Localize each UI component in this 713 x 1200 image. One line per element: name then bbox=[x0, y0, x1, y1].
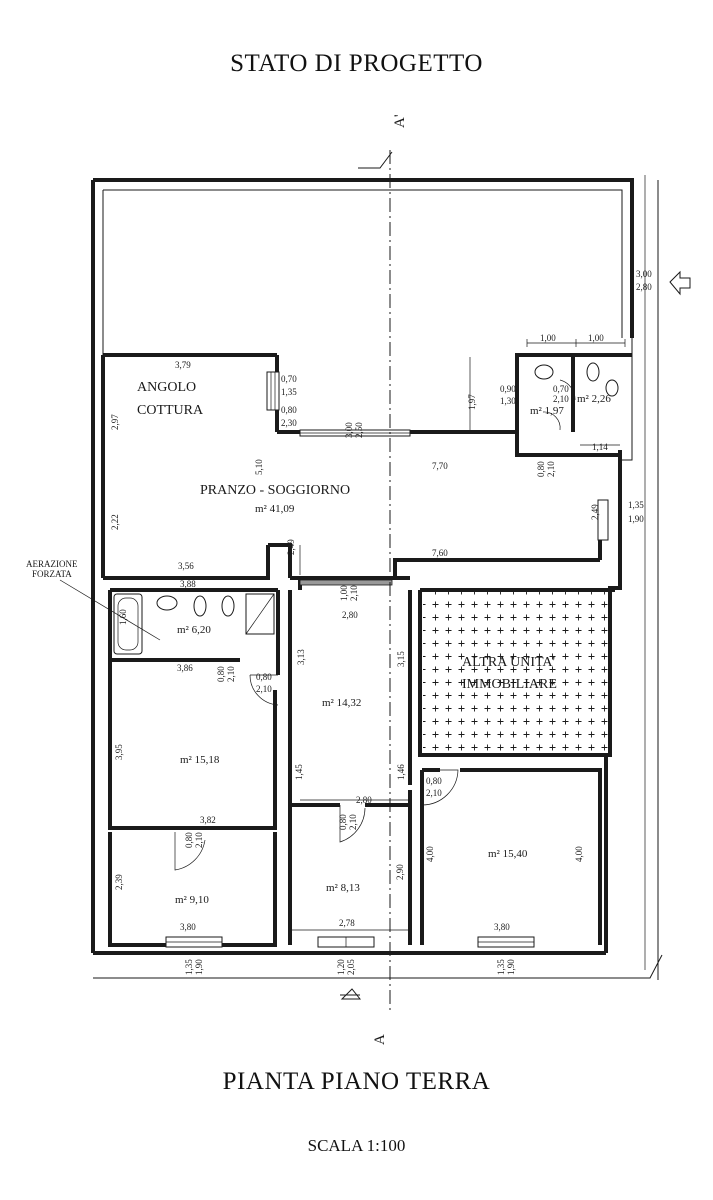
aerazione-label-1: AERAZIONE bbox=[26, 559, 78, 569]
drawing-title: STATO DI PROGETTO bbox=[230, 50, 483, 77]
svg-text:1,90: 1,90 bbox=[194, 959, 204, 975]
svg-text:2,10: 2,10 bbox=[546, 461, 556, 477]
area-bed-left-mid: m² 15,18 bbox=[180, 754, 220, 766]
svg-text:7,60: 7,60 bbox=[432, 548, 448, 558]
svg-text:1,14: 1,14 bbox=[592, 442, 608, 452]
svg-text:2,10: 2,10 bbox=[349, 585, 359, 601]
room-label-kitchen-1: ANGOLO bbox=[137, 380, 196, 395]
dimension-lines bbox=[290, 339, 626, 931]
street-edge bbox=[93, 175, 663, 980]
scale-label: SCALA 1:100 bbox=[307, 1136, 406, 1155]
svg-text:3,80: 3,80 bbox=[494, 922, 510, 932]
area-wc: m² 2,26 bbox=[577, 393, 611, 405]
room-label-other-unit-1: ALTRA UNITA' bbox=[462, 655, 555, 670]
svg-text:1,20: 1,20 bbox=[336, 959, 346, 975]
section-line bbox=[340, 150, 691, 1010]
svg-text:1,90: 1,90 bbox=[628, 514, 644, 524]
svg-text:3,00: 3,00 bbox=[636, 269, 652, 279]
svg-text:2,10: 2,10 bbox=[194, 832, 204, 848]
svg-text:2,10: 2,10 bbox=[426, 788, 442, 798]
svg-text:1,00: 1,00 bbox=[588, 333, 604, 343]
svg-text:1,45: 1,45 bbox=[294, 764, 304, 780]
svg-text:3,95: 3,95 bbox=[114, 744, 124, 760]
svg-text:2,10: 2,10 bbox=[256, 684, 272, 694]
svg-text:2,39: 2,39 bbox=[114, 874, 124, 890]
area-bed-left-bottom: m² 9,10 bbox=[175, 894, 209, 906]
area-bath-main: m² 6,20 bbox=[177, 624, 211, 636]
svg-text:1,60: 1,60 bbox=[118, 609, 128, 625]
room-label-living: PRANZO - SOGGIORNO bbox=[200, 483, 350, 498]
svg-text:0,70: 0,70 bbox=[553, 384, 569, 394]
svg-text:2,49: 2,49 bbox=[590, 504, 600, 520]
svg-text:2,80: 2,80 bbox=[636, 282, 652, 292]
plan-title: PIANTA PIANO TERRA bbox=[222, 1068, 491, 1095]
svg-text:0,80: 0,80 bbox=[256, 672, 272, 682]
aerazione-label-2: FORZATA bbox=[32, 569, 72, 579]
section-label-bottom: A bbox=[372, 1034, 388, 1045]
dimensions: 3,79 2,97 2,22 3,56 5,10 2,49 7,70 7,60 … bbox=[110, 269, 652, 975]
svg-text:2,10: 2,10 bbox=[553, 394, 569, 404]
svg-text:1,35: 1,35 bbox=[281, 387, 297, 397]
svg-text:0,80: 0,80 bbox=[216, 666, 226, 682]
svg-text:1,46: 1,46 bbox=[396, 764, 406, 780]
area-bed-right: m² 15,40 bbox=[488, 848, 528, 860]
svg-text:3,56: 3,56 bbox=[178, 561, 194, 571]
room-label-other-unit-2: IMMOBILIARE bbox=[462, 677, 557, 692]
svg-text:3,13: 3,13 bbox=[296, 649, 306, 665]
svg-text:0,90: 0,90 bbox=[500, 384, 516, 394]
svg-text:3,80: 3,80 bbox=[180, 922, 196, 932]
svg-text:1,97: 1,97 bbox=[467, 394, 477, 410]
external-walls bbox=[91, 178, 634, 955]
svg-text:1,30: 1,30 bbox=[500, 396, 516, 406]
svg-text:2,97: 2,97 bbox=[110, 414, 120, 430]
section-label-top: A' bbox=[392, 114, 408, 128]
svg-text:2,90: 2,90 bbox=[395, 864, 405, 880]
svg-text:1,35: 1,35 bbox=[628, 500, 644, 510]
svg-text:5,10: 5,10 bbox=[254, 459, 264, 475]
svg-text:0,80: 0,80 bbox=[536, 461, 546, 477]
svg-text:2,10: 2,10 bbox=[226, 666, 236, 682]
svg-text:7,70: 7,70 bbox=[432, 461, 448, 471]
area-hall: m² 14,32 bbox=[322, 697, 361, 709]
svg-text:1,35: 1,35 bbox=[184, 959, 194, 975]
svg-text:2,49: 2,49 bbox=[286, 539, 296, 555]
svg-text:0,80: 0,80 bbox=[426, 776, 442, 786]
svg-text:2,80: 2,80 bbox=[342, 610, 358, 620]
svg-text:3,82: 3,82 bbox=[200, 815, 216, 825]
svg-text:2,78: 2,78 bbox=[339, 918, 355, 928]
svg-text:0,70: 0,70 bbox=[281, 374, 297, 384]
aerazione-leader bbox=[59, 579, 161, 641]
other-unit-hatch bbox=[423, 592, 613, 753]
svg-text:0,80: 0,80 bbox=[184, 832, 194, 848]
svg-text:0,80: 0,80 bbox=[281, 405, 297, 415]
svg-text:1,90: 1,90 bbox=[506, 959, 516, 975]
area-bath-small: m² 1,97 bbox=[530, 405, 564, 417]
area-living: m² 41,09 bbox=[255, 503, 295, 515]
svg-text:3,86: 3,86 bbox=[177, 663, 193, 673]
door-swings bbox=[174, 379, 576, 871]
svg-text:3,79: 3,79 bbox=[175, 360, 191, 370]
room-label-kitchen-2: COTTURA bbox=[137, 403, 204, 418]
svg-text:3,00: 3,00 bbox=[344, 422, 354, 438]
svg-text:2,30: 2,30 bbox=[281, 418, 297, 428]
area-room-center-bottom: m² 8,13 bbox=[326, 882, 360, 894]
windows bbox=[165, 371, 609, 948]
svg-text:1,35: 1,35 bbox=[496, 959, 506, 975]
svg-text:2,50: 2,50 bbox=[354, 422, 364, 438]
svg-text:4,00: 4,00 bbox=[574, 846, 584, 862]
svg-text:2,22: 2,22 bbox=[110, 514, 120, 530]
svg-text:1,00: 1,00 bbox=[540, 333, 556, 343]
svg-text:4,00: 4,00 bbox=[425, 846, 435, 862]
fixtures bbox=[113, 362, 619, 655]
svg-text:1,00: 1,00 bbox=[339, 585, 349, 601]
svg-text:3,15: 3,15 bbox=[396, 651, 406, 667]
svg-text:2,10: 2,10 bbox=[348, 814, 358, 830]
svg-text:2,05: 2,05 bbox=[346, 959, 356, 975]
svg-text:3,88: 3,88 bbox=[180, 579, 196, 589]
svg-text:0,80: 0,80 bbox=[338, 814, 348, 830]
